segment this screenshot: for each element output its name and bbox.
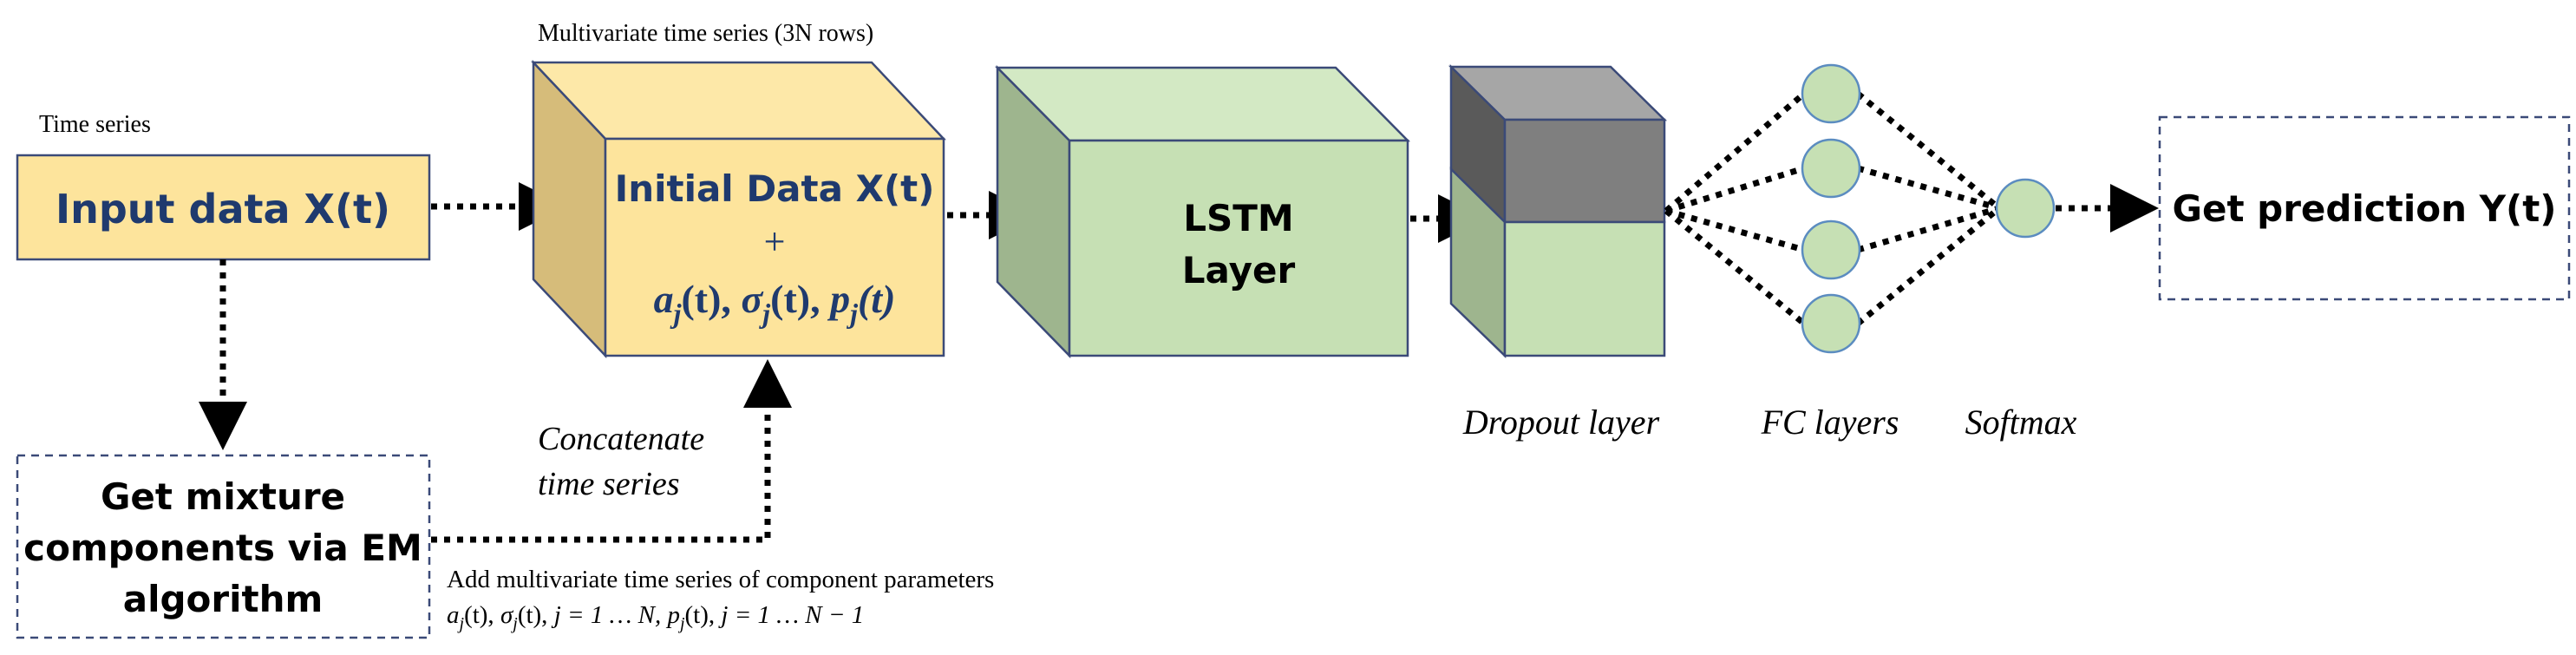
lstm-cube-top xyxy=(995,66,1410,142)
param-sigma: σ xyxy=(741,277,763,321)
time-series-label: Time series xyxy=(39,111,151,138)
initial-data-label: Initial Data X(t) xyxy=(615,167,935,210)
lstm-label-line2: Layer xyxy=(1182,249,1296,291)
add-params-line2: aj(t), σj(t), j = 1 … N, pj(t), j = 1 … … xyxy=(447,601,864,633)
fc-node-4 xyxy=(1801,293,1861,354)
em-box xyxy=(16,454,431,639)
add-sigma-sub: j xyxy=(510,614,518,633)
lstm-cube-front xyxy=(1068,139,1409,357)
dropout-front-gray xyxy=(1503,118,1666,224)
add-a: a xyxy=(447,601,460,629)
add-range1: j = 1 … N, xyxy=(551,601,668,629)
softmax-label: Softmax xyxy=(1965,403,2077,442)
dropout-label: Dropout layer xyxy=(1462,403,1660,442)
conn-dropout-node3 xyxy=(1665,207,1805,253)
conn-node2-softmax xyxy=(1857,165,2000,212)
param-a-t: (t), xyxy=(681,277,741,321)
add-a-t: (t), xyxy=(464,601,500,629)
prediction-box xyxy=(2158,115,2571,301)
lstm-label-line1: LSTM xyxy=(1183,197,1293,239)
fc-node-3 xyxy=(1801,219,1861,280)
param-sigma-t: (t), xyxy=(770,277,830,321)
fc-nodes xyxy=(1801,63,1861,354)
add-a-sub: j xyxy=(457,614,465,633)
conn-node1-softmax xyxy=(1855,91,2002,211)
conn-node3-softmax xyxy=(1857,205,2000,253)
input-data-label: Input data X(t) xyxy=(56,186,390,233)
dropout-block xyxy=(1448,64,1668,358)
concat-line2: time series xyxy=(538,466,680,502)
em-line3: algorithm xyxy=(123,578,324,620)
fc-node-2 xyxy=(1801,138,1861,199)
prediction-label: Get prediction Y(t) xyxy=(2172,187,2556,230)
lstm-cube xyxy=(995,64,1410,359)
concat-line1: Concatenate xyxy=(538,421,704,457)
initial-cube-top xyxy=(531,61,946,141)
add-p: p xyxy=(665,601,680,629)
multivariate-title: Multivariate time series (3N rows) xyxy=(538,20,873,47)
initial-data-cube xyxy=(531,59,946,359)
add-range2: j = 1 … N − 1 xyxy=(717,601,864,629)
param-a: a xyxy=(654,277,674,321)
initial-data-plus: + xyxy=(764,220,786,263)
add-params-line1: Add multivariate time series of componen… xyxy=(447,566,994,593)
param-p-t: (t) xyxy=(858,277,895,321)
em-line1: Get mixture xyxy=(101,475,345,518)
conn-dropout-node4 xyxy=(1664,208,1807,326)
fc-connections xyxy=(1664,91,2002,326)
fc-label: FC layers xyxy=(1761,403,1899,442)
em-line2: components via EM xyxy=(23,527,422,569)
softmax-node xyxy=(1995,178,2056,239)
conn-dropout-node2 xyxy=(1664,165,1806,214)
dropout-front-green xyxy=(1503,220,1666,357)
param-p: p xyxy=(827,277,850,321)
conn-node4-softmax xyxy=(1855,206,2002,326)
add-p-t: (t), xyxy=(685,601,722,629)
add-p-sub: j xyxy=(677,614,685,633)
add-sigma-t: (t), xyxy=(518,601,554,629)
initial-cube-front xyxy=(604,137,945,357)
add-sigma: σ xyxy=(500,601,514,629)
fc-node-1 xyxy=(1801,63,1861,124)
conn-dropout-node1 xyxy=(1664,91,1807,213)
input-data-box xyxy=(16,154,431,261)
